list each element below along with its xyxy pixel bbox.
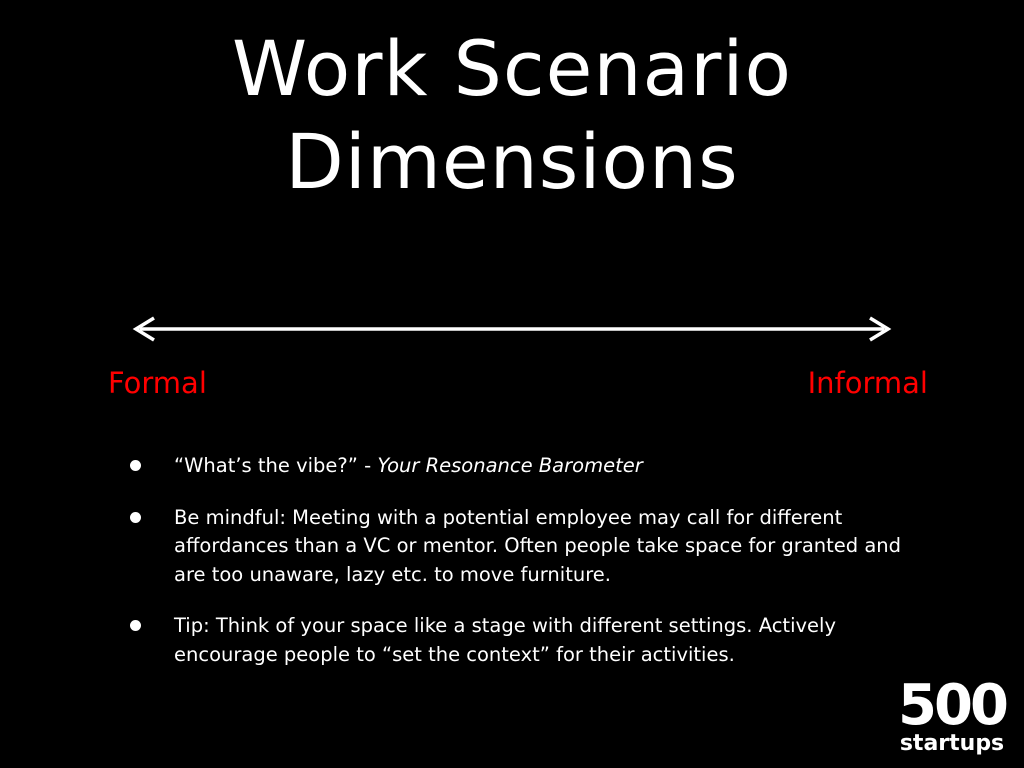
bullet-dot-icon [130,511,141,523]
bullet-text: Be mindful: Meeting with a potential emp… [174,505,902,586]
bullet-emphasis: Your Resonance Barometer [377,454,643,477]
bullet-list: “What’s the vibe?” - Your Resonance Baro… [0,452,1024,692]
logo-number: 500 [898,673,1009,738]
bullet-dot-icon [130,620,141,631]
bullet-item: Be mindful: Meeting with a potential emp… [0,504,934,590]
title-line-2: Dimensions [285,117,739,206]
logo-word: startups [899,731,1005,756]
double-arrow-icon [132,316,892,342]
axis-label-informal: Informal [807,366,928,400]
title-line-1: Work Scenario [232,24,792,113]
axis-label-formal: Formal [108,366,207,400]
500-startups-logo: 500 startups [894,673,1010,756]
bullet-item: Tip: Think of your space like a stage wi… [0,612,934,669]
bullet-dot-icon [130,460,141,471]
bullet-text: Tip: Think of your space like a stage wi… [174,614,836,666]
slide-title: Work Scenario Dimensions [0,22,1024,208]
bullet-item: “What’s the vibe?” - Your Resonance Baro… [0,452,934,481]
bullet-text: “What’s the vibe?” - [174,454,378,477]
